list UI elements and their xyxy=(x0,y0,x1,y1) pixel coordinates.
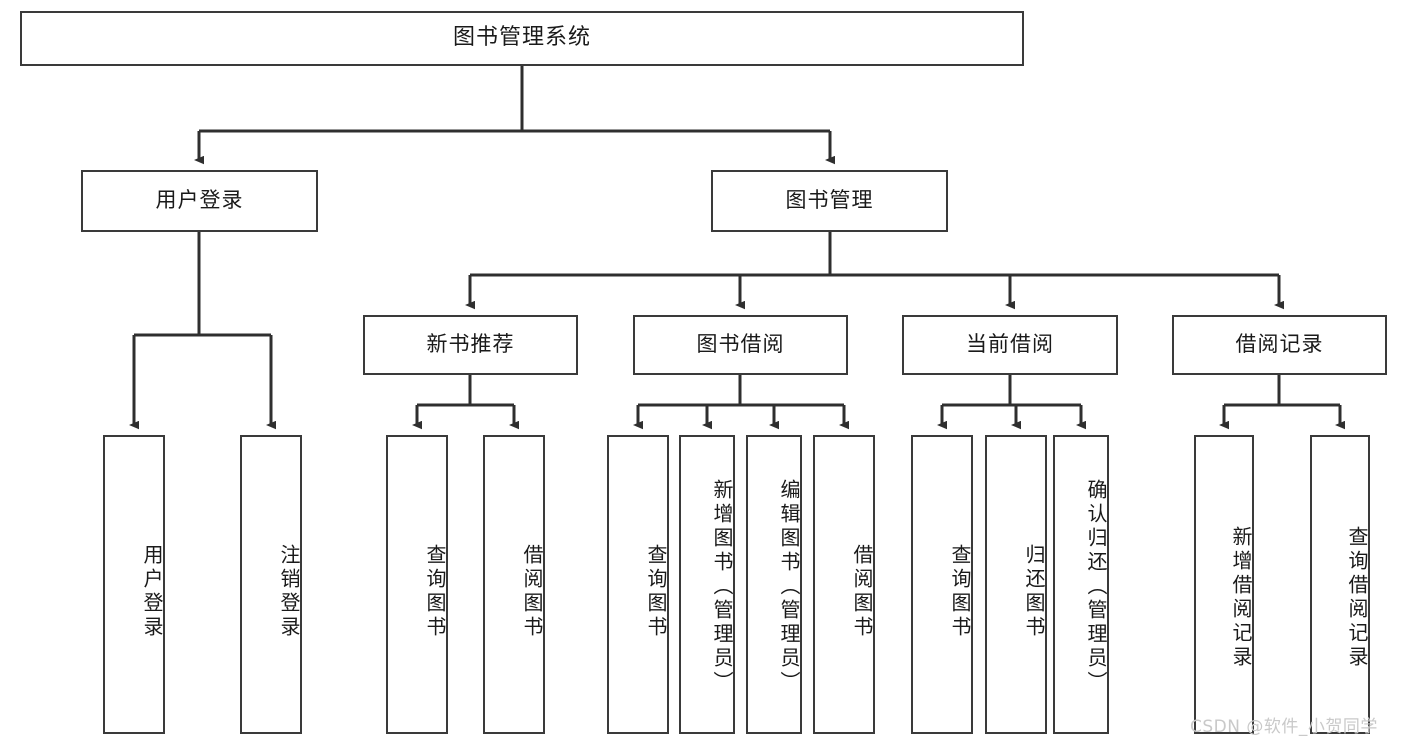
node-leaf-edit-book-admin[interactable]: 编辑图书（管理员） xyxy=(746,435,802,734)
node-leaf-add-book-admin[interactable]: 新增图书（管理员） xyxy=(679,435,735,734)
node-leaf-user-login-label: 用户登录 xyxy=(140,543,164,640)
node-root-label: 图书管理系统 xyxy=(452,25,591,51)
node-new-book-recommend-label: 新书推荐 xyxy=(426,332,515,357)
node-leaf-query-book-1[interactable]: 查询图书 xyxy=(386,435,448,734)
node-leaf-query-book-2-label: 查询图书 xyxy=(644,543,668,640)
node-leaf-borrow-book-1[interactable]: 借阅图书 xyxy=(483,435,545,734)
node-leaf-query-book-2[interactable]: 查询图书 xyxy=(607,435,669,734)
node-leaf-borrow-book-2[interactable]: 借阅图书 xyxy=(813,435,875,734)
node-borrow-record[interactable]: 借阅记录 xyxy=(1172,315,1387,375)
node-book-borrow-label: 图书借阅 xyxy=(696,332,785,357)
node-leaf-borrow-book-1-label: 借阅图书 xyxy=(520,543,544,640)
node-leaf-borrow-book-2-label: 借阅图书 xyxy=(850,543,874,640)
node-current-borrow[interactable]: 当前借阅 xyxy=(902,315,1118,375)
node-leaf-return-book[interactable]: 归还图书 xyxy=(985,435,1047,734)
node-leaf-query-book-1-label: 查询图书 xyxy=(423,543,447,640)
node-leaf-query-book-3[interactable]: 查询图书 xyxy=(911,435,973,734)
node-leaf-add-book-admin-label: 新增图书（管理员） xyxy=(710,478,734,695)
node-leaf-logout[interactable]: 注销登录 xyxy=(240,435,302,734)
node-leaf-query-book-3-label: 查询图书 xyxy=(948,543,972,640)
node-book-borrow[interactable]: 图书借阅 xyxy=(633,315,848,375)
watermark-text: CSDN @软件_小贺同学 xyxy=(1190,717,1378,737)
node-leaf-add-borrow-record[interactable]: 新增借阅记录 xyxy=(1194,435,1254,734)
node-user-login[interactable]: 用户登录 xyxy=(81,170,318,232)
node-leaf-confirm-return-admin[interactable]: 确认归还（管理员） xyxy=(1053,435,1109,734)
node-leaf-query-borrow-record[interactable]: 查询借阅记录 xyxy=(1310,435,1370,734)
node-leaf-confirm-return-admin-label: 确认归还（管理员） xyxy=(1084,478,1108,695)
node-leaf-add-borrow-record-label: 新增借阅记录 xyxy=(1229,525,1253,670)
node-leaf-return-book-label: 归还图书 xyxy=(1022,543,1046,640)
node-book-manage-label: 图书管理 xyxy=(785,188,874,213)
node-leaf-edit-book-admin-label: 编辑图书（管理员） xyxy=(777,478,801,695)
node-borrow-record-label: 借阅记录 xyxy=(1235,332,1324,357)
node-new-book-recommend[interactable]: 新书推荐 xyxy=(363,315,578,375)
node-leaf-query-borrow-record-label: 查询借阅记录 xyxy=(1345,525,1369,670)
node-leaf-logout-label: 注销登录 xyxy=(277,543,301,640)
node-user-login-label: 用户登录 xyxy=(155,188,244,213)
node-current-borrow-label: 当前借阅 xyxy=(966,332,1054,357)
node-root[interactable]: 图书管理系统 xyxy=(20,11,1024,66)
node-book-manage[interactable]: 图书管理 xyxy=(711,170,948,232)
node-leaf-user-login[interactable]: 用户登录 xyxy=(103,435,165,734)
